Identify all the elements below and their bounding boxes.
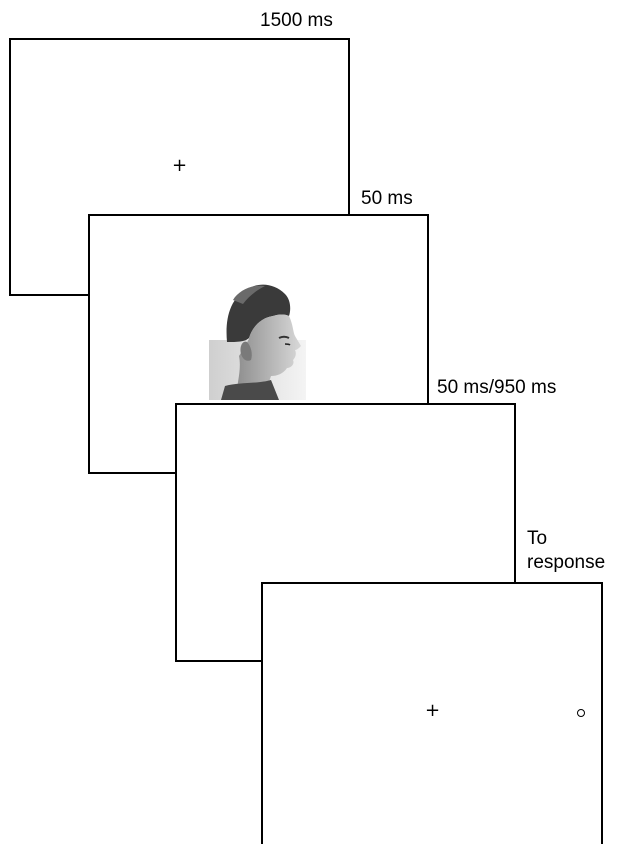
duration-label-mask: 50 ms/950 ms <box>437 377 557 398</box>
duration-label-face: 50 ms <box>361 188 413 209</box>
circle-icon <box>577 709 585 717</box>
duration-label-response: To response <box>527 528 606 573</box>
fixation-cross-response: + <box>425 700 441 721</box>
response-frame <box>261 582 603 844</box>
fixation-cross: + <box>172 155 188 176</box>
face-profile-image <box>209 284 306 400</box>
duration-label-fixation: 1500 ms <box>260 10 333 31</box>
